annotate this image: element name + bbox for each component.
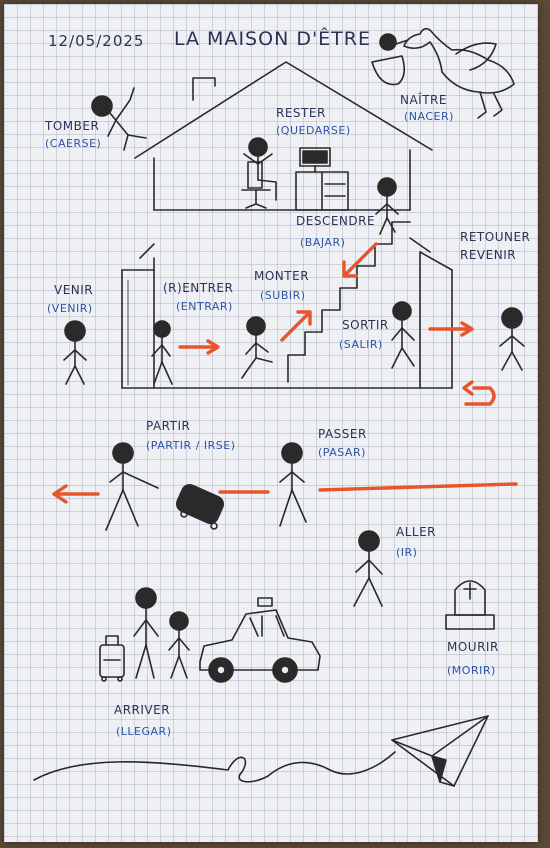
arrow-descendre: [342, 242, 378, 278]
verb-mourir: MOURIR: [447, 640, 499, 654]
translation-partir: (PARTIR / IRSE): [146, 439, 236, 452]
translation-aller: (IR): [396, 546, 418, 559]
verb-rester: RESTER: [276, 106, 326, 120]
computer-icon: [299, 147, 331, 173]
verb-passer: PASSER: [318, 427, 367, 441]
verb-venir: VENIR: [54, 283, 94, 297]
verb-tomber: TOMBER: [45, 119, 100, 133]
u-turn-arrow-icon: [462, 380, 496, 406]
verb-monter: MONTER: [254, 269, 310, 283]
stork-icon: [403, 27, 515, 119]
verb-naitre: NAÎTRE: [400, 93, 447, 107]
verb-sortir: SORTIR: [342, 318, 389, 332]
stick-figure-partir: [105, 442, 159, 531]
verb-descendre: DESCENDRE: [296, 214, 376, 228]
arrow-monter: [280, 310, 312, 342]
rolling-luggage-icon: [99, 635, 125, 682]
translation-tomber: (CAERSE): [45, 137, 102, 150]
date-text: 12/05/2025: [48, 32, 145, 50]
stick-figure-tomber: [91, 87, 147, 151]
translation-rester: (QUEDARSE): [276, 124, 351, 137]
translation-sortir: (SALIR): [339, 338, 383, 351]
translation-naitre: (NACER): [404, 110, 454, 123]
house-outline: [121, 61, 453, 389]
verb-partir: PARTIR: [146, 419, 191, 433]
translation-descendre: (BAJAR): [300, 236, 346, 249]
desk-chair-icon: [241, 161, 271, 209]
car-icon: [199, 597, 321, 683]
translation-venir: (VENIR): [47, 302, 93, 315]
verb-retourner: RETOUNER: [460, 230, 531, 244]
stick-figure-sortir: [391, 301, 415, 369]
arrow-entrer: [178, 339, 220, 355]
page-title: LA MAISON D'ÊTRE: [174, 28, 371, 50]
verb-aller: ALLER: [396, 525, 436, 539]
verb-entrer: (R)ENTRER: [163, 281, 234, 295]
stick-figure-arriver-1: [133, 587, 159, 679]
paper-plane-icon: [391, 715, 489, 787]
stick-figure-passer: [279, 442, 307, 527]
tombstone-icon: [445, 580, 495, 630]
flight-trail: [33, 751, 396, 783]
stick-figure-retourner: [499, 307, 525, 371]
suitcase-icon: [175, 484, 225, 530]
verb-arriver: ARRIVER: [114, 703, 171, 717]
arrow-sortir: [428, 321, 474, 337]
arrow-partir: [52, 484, 270, 504]
translation-monter: (SUBIR): [260, 289, 306, 302]
translation-arriver: (LLEGAR): [116, 725, 172, 738]
stick-figure-arriver-2: [168, 611, 190, 679]
desk: [295, 171, 349, 211]
baby-bundle-icon: [371, 33, 409, 86]
stick-figure-rester: [243, 137, 277, 201]
line-passer: [318, 482, 518, 492]
stick-figure-venir: [63, 320, 87, 385]
translation-entrer: (ENTRAR): [176, 300, 233, 313]
notebook-page: [4, 4, 538, 842]
staircase: [287, 221, 411, 383]
verb-revenir: REVENIR: [460, 248, 517, 262]
stick-figure-entrer: [151, 320, 173, 385]
stick-figure-descendre: [375, 177, 399, 235]
stick-figure-aller: [353, 530, 383, 607]
translation-mourir: (MORIR): [447, 664, 496, 677]
stick-figure-monter: [241, 316, 273, 379]
translation-passer: (PASAR): [318, 446, 366, 459]
